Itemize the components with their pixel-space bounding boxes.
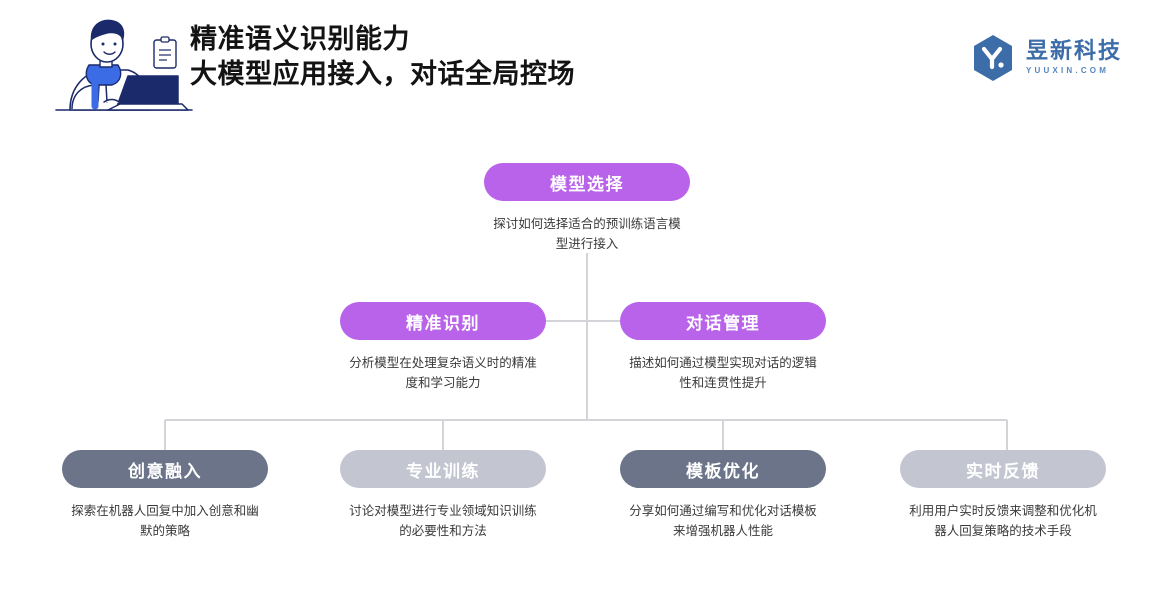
node-precise-recognition[interactable]: 精准识别 分析模型在处理复杂语义时的精准度和学习能力	[340, 302, 546, 393]
node-professional-training-label: 专业训练	[340, 450, 546, 488]
node-model-selection-description: 探讨如何选择适合的预训练语言模型进行接入	[493, 217, 681, 251]
header: 精准语义识别能力 大模型应用接入，对话全局控场 昱新科技 YUUXIN.COM	[0, 0, 1158, 125]
brand-domain: YUUXIN.COM	[1025, 66, 1110, 75]
node-model-selection[interactable]: 模型选择 探讨如何选择适合的预训练语言模型进行接入	[484, 163, 690, 254]
node-dialog-management-label: 对话管理	[620, 302, 826, 340]
hexagon-y-logo-icon	[971, 34, 1015, 82]
node-template-optimization-label: 模板优化	[620, 450, 826, 488]
node-dialog-management[interactable]: 对话管理 描述如何通过模型实现对话的逻辑性和连贯性提升	[620, 302, 826, 393]
node-precise-recognition-description: 分析模型在处理复杂语义时的精准度和学习能力	[349, 356, 537, 390]
node-model-selection-label: 模型选择	[484, 163, 690, 201]
page-title-line-1: 精准语义识别能力	[190, 24, 410, 54]
page-title: 精准语义识别能力 大模型应用接入，对话全局控场	[190, 22, 575, 92]
node-realtime-feedback[interactable]: 实时反馈 利用用户实时反馈来调整和优化机器人回复策略的技术手段	[900, 450, 1106, 541]
node-professional-training-description: 讨论对模型进行专业领域知识训练的必要性和方法	[349, 504, 537, 538]
node-precise-recognition-label: 精准识别	[340, 302, 546, 340]
node-creative-integration-label: 创意融入	[62, 450, 268, 488]
node-template-optimization[interactable]: 模板优化 分享如何通过编写和优化对话模板来增强机器人性能	[620, 450, 826, 541]
page-title-line-2: 大模型应用接入，对话全局控场	[190, 59, 575, 89]
node-creative-integration[interactable]: 创意融入 探索在机器人回复中加入创意和幽默的策略	[62, 450, 268, 541]
brand-name: 昱新科技	[1025, 38, 1122, 63]
node-professional-training[interactable]: 专业训练 讨论对模型进行专业领域知识训练的必要性和方法	[340, 450, 546, 541]
node-creative-integration-description: 探索在机器人回复中加入创意和幽默的策略	[71, 504, 259, 538]
node-realtime-feedback-description: 利用用户实时反馈来调整和优化机器人回复策略的技术手段	[909, 504, 1097, 538]
node-dialog-management-description: 描述如何通过模型实现对话的逻辑性和连贯性提升	[629, 356, 817, 390]
node-template-optimization-description: 分享如何通过编写和优化对话模板来增强机器人性能	[629, 504, 817, 538]
flow-chart: 模型选择 探讨如何选择适合的预训练语言模型进行接入 精准识别 分析模型在处理复杂…	[0, 125, 1158, 598]
person-at-laptop-illustration	[42, 10, 194, 118]
brand-logo: 昱新科技 YUUXIN.COM	[971, 34, 1122, 82]
node-realtime-feedback-label: 实时反馈	[900, 450, 1106, 488]
